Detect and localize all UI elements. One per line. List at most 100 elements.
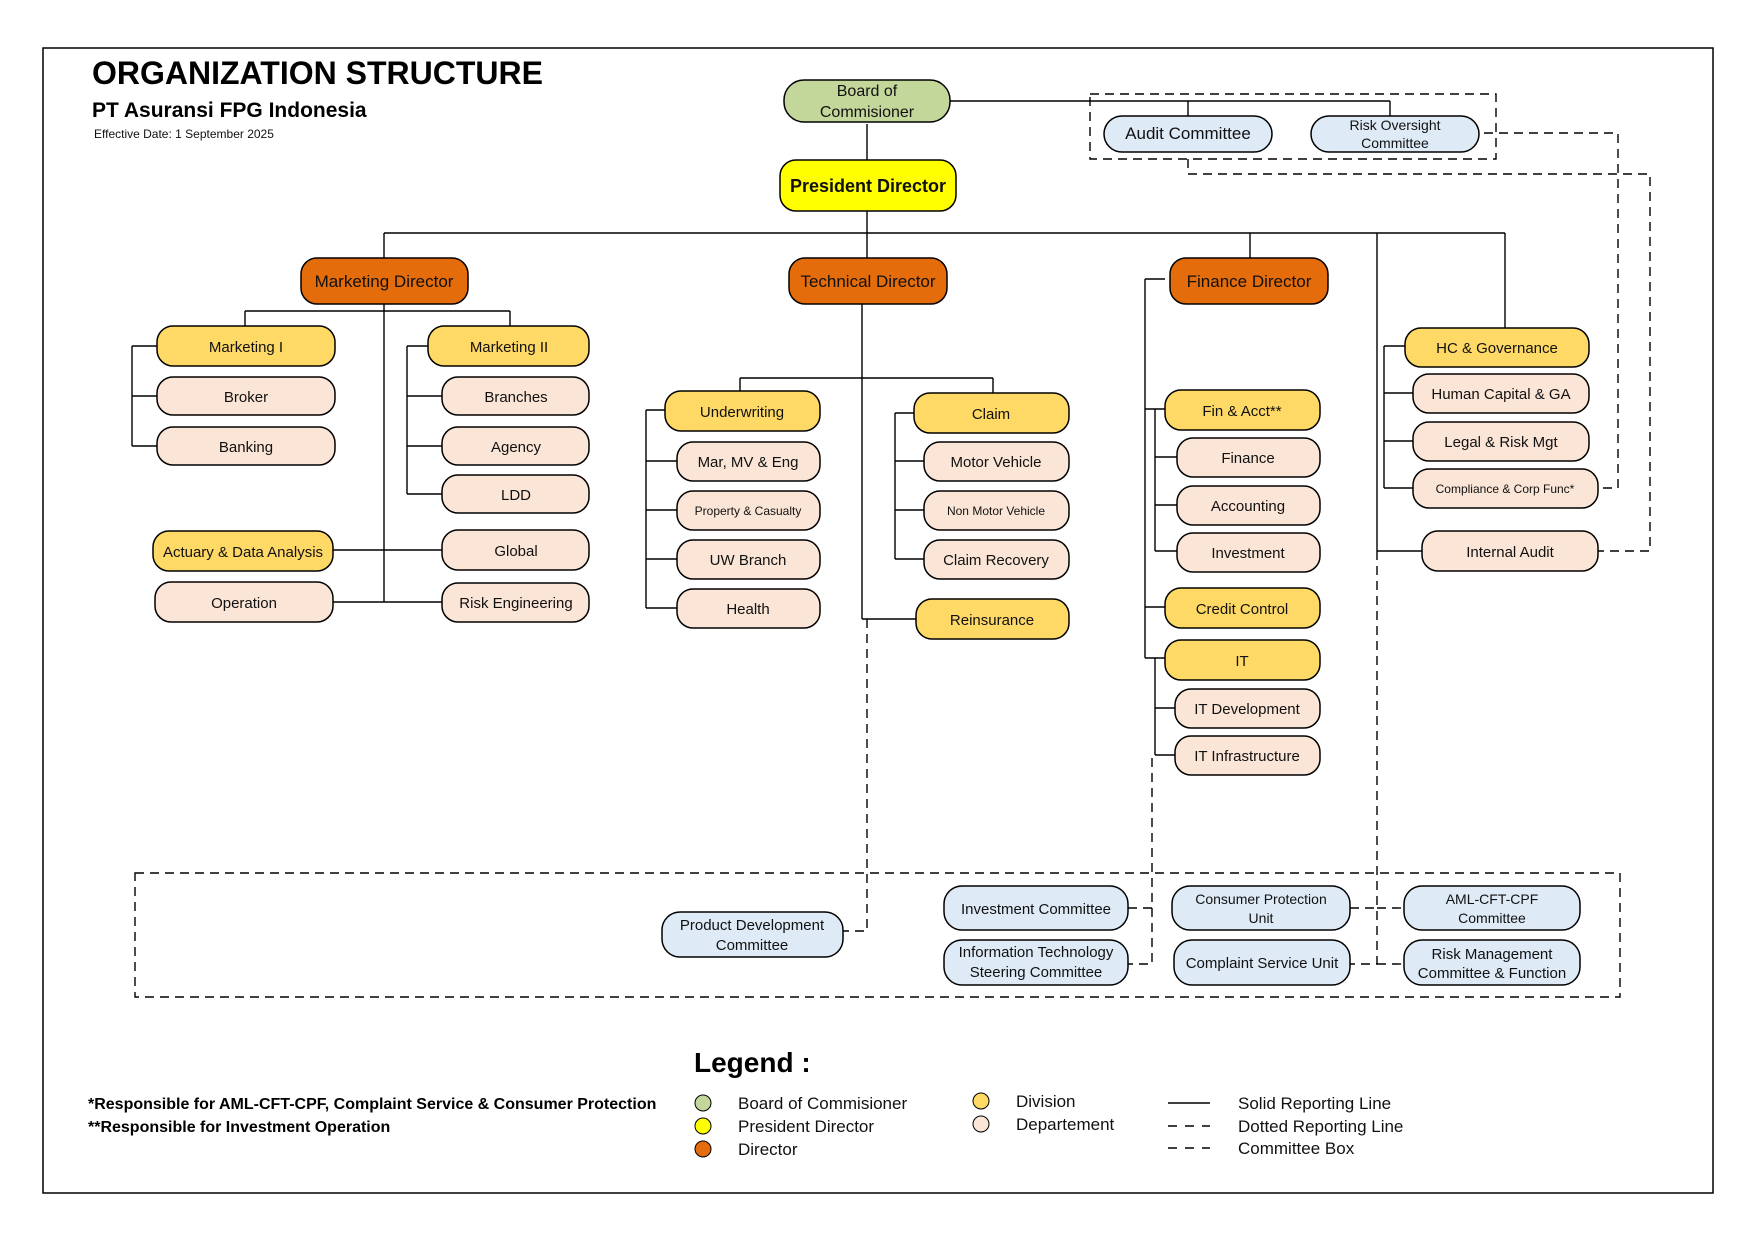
claim-recovery-label: Claim Recovery bbox=[943, 552, 1049, 569]
credit-control-label: Credit Control bbox=[1196, 601, 1289, 618]
legend-board-text: Board of Commisioner bbox=[738, 1094, 907, 1113]
consumer-protection-box bbox=[1171, 885, 1351, 931]
compliance-label: Compliance & Corp Func* bbox=[1436, 482, 1575, 496]
consumer-protection-line1: Consumer Protection bbox=[1195, 891, 1327, 907]
product-dev-committee-line1: Product Development bbox=[680, 917, 825, 934]
aml-cft-cpf-line2: Committee bbox=[1458, 910, 1526, 926]
aml-cft-cpf-line1: AML-CFT-CPF bbox=[1446, 891, 1539, 907]
technical-director-label: Technical Director bbox=[800, 272, 935, 291]
it-development-box bbox=[1174, 688, 1321, 729]
product-dev-committee-box bbox=[661, 911, 844, 958]
global-box bbox=[441, 529, 590, 571]
legal-risk-box bbox=[1412, 421, 1590, 462]
legend-president-text: President Director bbox=[738, 1117, 874, 1136]
broker-box bbox=[156, 376, 336, 416]
non-motor-vehicle-label: Non Motor Vehicle bbox=[947, 504, 1045, 518]
operation-box bbox=[154, 581, 334, 623]
accounting-box bbox=[1176, 485, 1321, 526]
dotted-lines bbox=[134, 93, 1651, 998]
internal-audit-box bbox=[1421, 530, 1599, 572]
it-infrastructure-label: IT Infrastructure bbox=[1194, 748, 1300, 765]
audit-committee-box bbox=[1103, 115, 1273, 153]
human-capital-label: Human Capital & GA bbox=[1431, 386, 1570, 403]
actuary-label: Actuary & Data Analysis bbox=[163, 544, 323, 561]
finance-director-label: Finance Director bbox=[1187, 272, 1312, 291]
legend-director-marker bbox=[694, 1140, 712, 1158]
note-aml: *Responsible for AML-CFT-CPF, Complaint … bbox=[88, 1096, 656, 1113]
company-name: PT Asuransi FPG Indonesia bbox=[92, 99, 367, 122]
complaint-service-box bbox=[1173, 939, 1351, 986]
marketing-2-box bbox=[427, 325, 590, 367]
investment-committee-label: Investment Committee bbox=[961, 901, 1111, 918]
actuary-box bbox=[152, 530, 334, 572]
banking-label: Banking bbox=[219, 439, 273, 456]
uw-branch-box bbox=[676, 539, 821, 580]
consumer-protection-line2: Unit bbox=[1249, 910, 1274, 926]
complaint-service-label: Complaint Service Unit bbox=[1186, 955, 1339, 972]
legend-division-marker bbox=[972, 1092, 990, 1110]
hc-governance-label: HC & Governance bbox=[1436, 340, 1558, 357]
property-casualty-label: Property & Casualty bbox=[695, 504, 802, 518]
product-dev-committee-line2: Committee bbox=[716, 937, 789, 954]
compliance-box bbox=[1412, 468, 1599, 509]
claim-box bbox=[913, 392, 1070, 434]
board-label-line1: Board of bbox=[837, 83, 898, 100]
motor-vehicle-label: Motor Vehicle bbox=[951, 454, 1042, 471]
legend-board-marker bbox=[694, 1094, 712, 1112]
legend-department-text: Departement bbox=[1016, 1115, 1115, 1134]
legend-department-marker bbox=[972, 1115, 990, 1133]
risk-mgmt-committee-box bbox=[1403, 939, 1581, 986]
legend-president-marker bbox=[694, 1117, 712, 1135]
underwriting-box bbox=[664, 390, 821, 432]
legend-solid-text: Solid Reporting Line bbox=[1238, 1094, 1391, 1113]
property-casualty-box bbox=[676, 490, 821, 531]
claim-recovery-box bbox=[923, 539, 1070, 580]
legal-risk-label: Legal & Risk Mgt bbox=[1444, 434, 1558, 451]
node-labels: Board of Commisioner Audit Committee Ris… bbox=[163, 83, 1575, 982]
health-label: Health bbox=[726, 601, 769, 618]
investment-label: Investment bbox=[1211, 545, 1285, 562]
fin-acct-label: Fin & Acct** bbox=[1202, 403, 1281, 420]
board-box bbox=[783, 79, 951, 123]
branches-label: Branches bbox=[484, 389, 547, 406]
risk-mgmt-committee-line2: Committee & Function bbox=[1418, 965, 1566, 982]
reinsurance-box bbox=[915, 598, 1070, 640]
health-box bbox=[676, 588, 821, 629]
fin-acct-box bbox=[1164, 389, 1321, 431]
credit-control-box bbox=[1164, 587, 1321, 629]
audit-committee-label: Audit Committee bbox=[1125, 124, 1251, 143]
reinsurance-label: Reinsurance bbox=[950, 612, 1034, 629]
global-label: Global bbox=[494, 543, 537, 560]
mar-mv-eng-box bbox=[676, 441, 821, 482]
operation-label: Operation bbox=[211, 595, 277, 612]
banking-box bbox=[156, 426, 336, 466]
marketing-1-box bbox=[156, 325, 336, 367]
technical-director-box bbox=[788, 257, 948, 305]
risk-oversight-label-line2: Committee bbox=[1361, 135, 1429, 151]
marketing-1-label: Marketing I bbox=[209, 339, 283, 356]
president-box bbox=[779, 159, 957, 212]
legend-title: Legend : bbox=[694, 1047, 811, 1078]
finance-box bbox=[1176, 437, 1321, 478]
ldd-label: LDD bbox=[501, 487, 531, 504]
internal-audit-label: Internal Audit bbox=[1466, 544, 1554, 561]
effective-date: Effective Date: 1 September 2025 bbox=[94, 127, 274, 141]
risk-oversight-box bbox=[1310, 115, 1480, 153]
human-capital-box bbox=[1412, 373, 1590, 414]
agency-label: Agency bbox=[491, 439, 542, 456]
marketing-director-box bbox=[300, 257, 469, 305]
mar-mv-eng-label: Mar, MV & Eng bbox=[698, 454, 799, 471]
marketing-2-label: Marketing II bbox=[470, 339, 548, 356]
legend: Legend : *Responsible for AML-CFT-CPF, C… bbox=[88, 1047, 1403, 1159]
ldd-box bbox=[441, 474, 590, 514]
accounting-label: Accounting bbox=[1211, 498, 1285, 515]
note-investment: **Responsible for Investment Operation bbox=[88, 1119, 390, 1136]
uw-branch-label: UW Branch bbox=[710, 552, 787, 569]
broker-label: Broker bbox=[224, 389, 268, 406]
finance-label: Finance bbox=[1221, 450, 1274, 467]
chart-title: ORGANIZATION STRUCTURE bbox=[92, 55, 543, 91]
hc-governance-box bbox=[1404, 327, 1590, 368]
solid-lines bbox=[131, 100, 1506, 756]
it-infrastructure-box bbox=[1174, 735, 1321, 776]
